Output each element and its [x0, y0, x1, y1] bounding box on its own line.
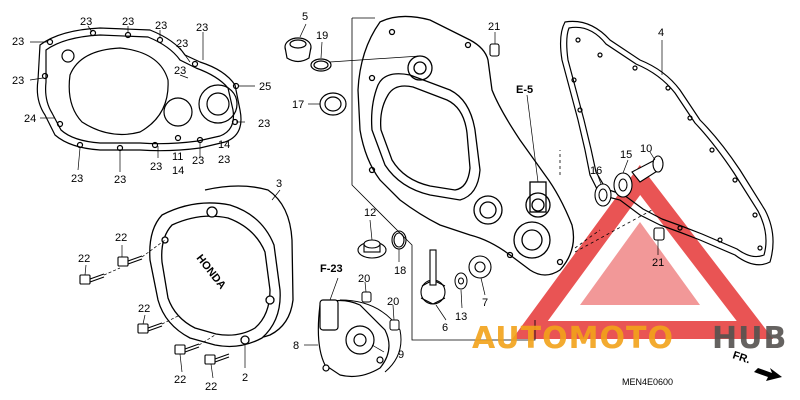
diagram-code: MEN4E0600 — [622, 377, 673, 387]
oil-seal-16 — [594, 183, 612, 207]
cover-leaders — [244, 189, 281, 368]
callout-7: 7 — [482, 297, 488, 309]
impeller — [420, 249, 446, 305]
bolt-1 — [79, 273, 105, 285]
callout-14: 14 — [218, 139, 230, 151]
crankcase-gasket — [36, 27, 242, 152]
section-ref-e5: E-5 — [516, 84, 533, 96]
front-direction-indicator: FR. — [731, 349, 782, 381]
callout-22: 22 — [205, 381, 217, 393]
callout-2: 2 — [242, 372, 248, 384]
direction-label: FR. — [731, 349, 752, 366]
dowel-pin-upper — [489, 43, 500, 57]
callout-22: 22 — [78, 253, 90, 265]
callout-6: 6 — [442, 322, 448, 334]
callout-23: 23 — [155, 20, 167, 32]
right-crankcase-cover — [357, 15, 575, 276]
watermark-wordmark: AUTOMOTO HUB — [472, 321, 787, 356]
callout-17: 17 — [292, 99, 304, 111]
callout-23: 23 — [218, 154, 230, 166]
section-frame — [351, 17, 653, 341]
callout-15: 15 — [620, 149, 632, 161]
callout-9: 9 — [398, 349, 404, 361]
seal-7 — [468, 255, 492, 279]
washer-13 — [454, 272, 468, 290]
callout-23: 23 — [258, 118, 270, 130]
callout-23: 23 — [71, 173, 83, 185]
callout-3: 3 — [276, 178, 282, 190]
callout-10: 10 — [640, 143, 652, 155]
pump-gasket — [339, 299, 402, 373]
dowel-pin-lower — [653, 227, 665, 241]
strainer-cap-12 — [357, 239, 387, 259]
bolt-5 — [204, 353, 230, 365]
callout-23: 23 — [150, 161, 162, 173]
cap-leaders — [299, 23, 421, 63]
callout-23: 23 — [12, 36, 24, 48]
callout-18: 18 — [394, 265, 406, 277]
callout-23: 23 — [192, 155, 204, 167]
watermark-text-orange: AUTOMOTO — [472, 321, 674, 356]
watermark-triangle — [512, 164, 774, 339]
callout-8: 8 — [293, 340, 299, 352]
right-cover-gasket — [559, 20, 774, 266]
direction-arrow-icon — [754, 368, 782, 381]
callout-13: 13 — [455, 311, 467, 323]
bearing-15 — [613, 172, 633, 198]
callout-23: 23 — [80, 16, 92, 28]
filler-cap-o-ring — [310, 58, 332, 72]
bolt-leaders — [103, 239, 216, 346]
callout-25: 25 — [259, 81, 271, 93]
e5-leader — [526, 94, 539, 183]
callout-labels: 23 23 23 23 23 23 23 23 25 24 23 14 23 1… — [12, 11, 664, 393]
water-pump-housing — [317, 299, 390, 378]
bolt-4 — [174, 343, 200, 355]
impeller-shaft — [631, 155, 664, 183]
bolt-2 — [117, 255, 143, 267]
pump-leaders — [304, 277, 486, 353]
callout-12: 12 — [364, 207, 376, 219]
callout-23: 23 — [12, 75, 24, 87]
callout-5: 5 — [302, 11, 308, 23]
clutch-cover — [149, 202, 281, 348]
callout-4: 4 — [658, 27, 664, 39]
callout-23: 23 — [174, 65, 186, 77]
callout-23: 23 — [122, 16, 134, 28]
callout-20: 20 — [387, 296, 399, 308]
callout-16: 16 — [590, 165, 602, 177]
callout-24: 24 — [24, 113, 36, 125]
oil-seal-17 — [319, 92, 347, 116]
callout-23: 23 — [114, 174, 126, 186]
bearing-leaders — [597, 151, 656, 185]
callout-22: 22 — [138, 303, 150, 315]
callout-21: 21 — [488, 21, 500, 33]
callout-22: 22 — [115, 232, 127, 244]
section-ref-f23: F-23 — [320, 263, 343, 275]
strainer-leaders — [369, 219, 400, 262]
callout-14: 14 — [172, 165, 184, 177]
bolt-3 — [137, 322, 163, 334]
callout-20: 20 — [358, 273, 370, 285]
callout-19: 19 — [316, 30, 328, 42]
callout-11: 11 — [172, 151, 183, 163]
bolt-label-leaders — [84, 245, 214, 379]
oil-filler-cap — [284, 37, 312, 63]
watermark-text-dark: HUB — [712, 321, 787, 356]
dowel-20 — [361, 291, 400, 331]
callout-22: 22 — [174, 374, 186, 386]
callout-21: 21 — [652, 257, 664, 269]
o-ring-18 — [391, 230, 407, 250]
gasket-leaders — [29, 25, 255, 172]
callout-23: 23 — [196, 22, 208, 34]
callout-23: 23 — [176, 38, 188, 50]
